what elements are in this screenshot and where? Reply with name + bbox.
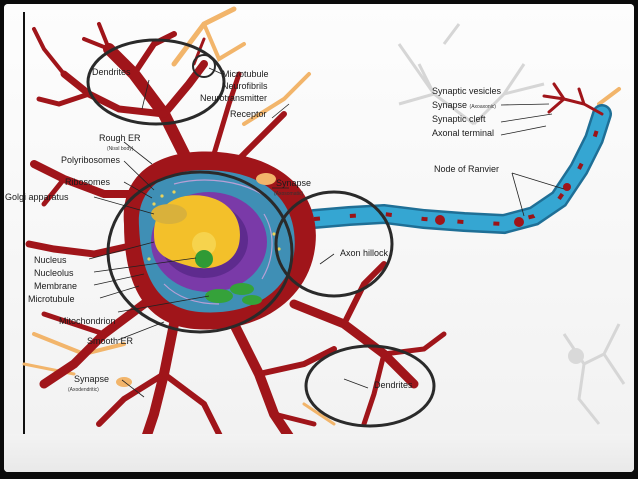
slide-bottom-strip xyxy=(4,434,634,472)
label-ribosomes: Ribosomes xyxy=(65,177,111,187)
neuron-diagram xyxy=(22,6,626,449)
background-cell-body xyxy=(568,348,584,364)
label-synapse-bottom: Synapse xyxy=(74,374,110,384)
nucleolus xyxy=(195,250,213,268)
label-neurotransmitter: Neurotransmitter xyxy=(200,93,268,103)
label-membrane: Membrane xyxy=(34,281,78,291)
label-nucleolus: Nucleolus xyxy=(34,268,74,278)
background-faint-neurons xyxy=(397,23,626,425)
ribosome-dots xyxy=(147,190,281,261)
label-microtubule-top: Microtubule xyxy=(222,69,269,79)
label-rough-er: Rough ER xyxy=(99,133,141,143)
label-node-of-ranvier: Node of Ranvier xyxy=(434,164,500,174)
label-receptor: Receptor xyxy=(230,109,267,119)
label-synapse-mid: Synapse xyxy=(276,178,312,188)
red-dendrite-tree xyxy=(25,22,447,449)
leader-lines xyxy=(88,67,565,398)
label-polyribosomes: Polyribosomes xyxy=(61,155,121,165)
label-dendrites-top: Dendrites xyxy=(92,67,131,77)
label-rough-er-sub: (Nissl body) xyxy=(107,146,134,152)
label-synapse-mid-sub: (Axosomatic) xyxy=(274,191,304,197)
label-synapse-right-sub: (Axoaxonic) xyxy=(469,104,496,110)
golgi-apparatus xyxy=(151,204,187,224)
slide-left-rule xyxy=(23,12,25,464)
label-neurofibrils: Neurofibrils xyxy=(222,81,268,91)
highlight-circles xyxy=(86,38,436,428)
label-nucleus: Nucleus xyxy=(34,255,67,265)
label-axonal-terminal: Axonal terminal xyxy=(432,128,495,138)
label-synapse-right-main: Synapse xyxy=(432,100,468,110)
label-golgi-apparatus: Golgi apparatus xyxy=(5,192,69,202)
label-microtubule-left: Microtubule xyxy=(28,294,75,304)
mitochondria xyxy=(205,283,262,305)
label-smooth-er: Smooth ER xyxy=(87,336,134,346)
label-synapse-right: Synapse (Axoaxonic) xyxy=(432,100,496,112)
label-synaptic-cleft: Synaptic cleft xyxy=(432,114,486,124)
label-synapse-bottom-sub: (Axodendritic) xyxy=(68,387,99,393)
axon-terminal xyxy=(542,82,604,116)
label-axon-hillock: Axon hillock xyxy=(340,248,389,258)
axon xyxy=(304,104,612,235)
label-dendrites-bottom: Dendrites xyxy=(374,380,413,390)
slide-frame: Dendrites Microtubule Neurofibrils Neuro… xyxy=(4,4,634,472)
label-synaptic-vesicles: Synaptic vesicles xyxy=(432,86,502,96)
label-mitochondrion: Mitochondrion xyxy=(59,316,116,326)
